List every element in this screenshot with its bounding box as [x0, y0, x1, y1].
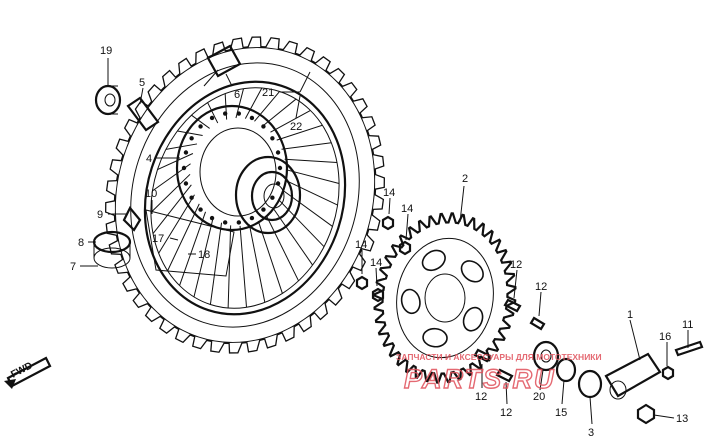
fwd-arrow — [4, 356, 52, 389]
callout-9: 9 — [97, 209, 103, 221]
nuts-14 — [355, 215, 412, 303]
collar-15 — [555, 357, 577, 383]
callout-12a: 12 — [510, 259, 522, 271]
watermark-brand: PARTS.RU — [404, 364, 556, 394]
rear-wheel-drawing — [105, 36, 385, 354]
callout-3: 3 — [588, 427, 594, 439]
leader-lines — [80, 58, 689, 425]
callout-5: 5 — [139, 77, 145, 89]
tire — [105, 36, 385, 354]
callout-18: 18 — [198, 249, 210, 261]
bearing-20 — [532, 340, 560, 372]
callout-13: 13 — [676, 413, 688, 425]
nut-13 — [636, 403, 656, 425]
bolts-12 — [473, 298, 546, 383]
callout-19: 19 — [100, 45, 112, 57]
callout-15: 15 — [555, 407, 567, 419]
callout-10: 10 — [145, 188, 157, 200]
driven-sprocket — [373, 212, 517, 384]
callout-numbers: 19 5 6 21 22 4 10 9 8 7 17 18 2 14 14 14… — [9, 45, 693, 439]
watermark-tagline: ЗАПЧАСТИ И АКСЕССУАРЫ ДЛЯ МОТОТЕХНИКИ — [396, 352, 602, 362]
callout-16: 16 — [659, 331, 671, 343]
callout-6: 6 — [234, 89, 240, 101]
callout-21: 21 — [262, 87, 274, 99]
hub — [175, 104, 302, 235]
callout-17: 17 — [152, 233, 164, 245]
spokes — [150, 87, 340, 309]
callout-11: 11 — [682, 319, 693, 331]
callout-1: 1 — [627, 309, 633, 321]
callout-4: 4 — [146, 153, 152, 165]
valve-stem — [203, 44, 242, 87]
callout-14b: 14 — [401, 203, 413, 215]
callout-12c: 12 — [475, 391, 487, 403]
watermark: ЗАПЧАСТИ И АКСЕССУАРЫ ДЛЯ МОТОТЕХНИКИ PA… — [396, 352, 602, 395]
callout-12b: 12 — [535, 281, 547, 293]
nut-16 — [661, 365, 675, 381]
callout-8: 8 — [78, 237, 84, 249]
callout-12d: 12 — [500, 407, 512, 419]
brake-arm — [122, 206, 235, 277]
callout-14a: 14 — [383, 187, 395, 199]
callout-2: 2 — [462, 173, 468, 185]
callout-14d: 14 — [370, 257, 382, 269]
callout-22: 22 — [290, 121, 302, 133]
fwd-label: FWD — [9, 360, 34, 380]
callout-14c: 14 — [355, 239, 367, 251]
bearing-19 — [94, 84, 122, 116]
callout-20: 20 — [533, 391, 545, 403]
bolt-11 — [674, 340, 704, 357]
rim — [143, 80, 347, 316]
distance-collar-5 — [126, 96, 160, 132]
callout-7: 7 — [70, 261, 76, 273]
